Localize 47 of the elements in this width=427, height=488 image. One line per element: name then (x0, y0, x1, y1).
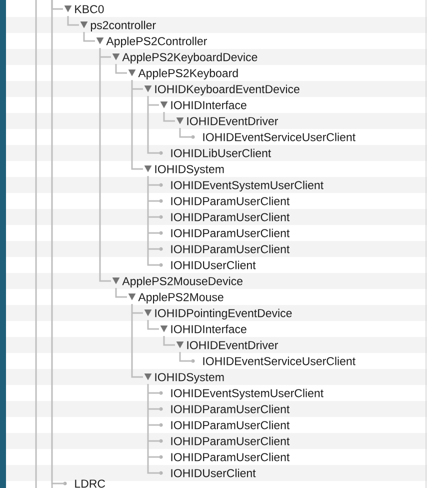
tree-item: IOHIDParamUserClient (171, 420, 290, 430)
tree-connector (67, 16, 79, 26)
tree-item: IOHIDParamUserClient (171, 436, 290, 446)
tree-item: IOHIDPointingEventDevice (155, 308, 292, 320)
tree-item: ApplePS2Mouse (138, 292, 224, 304)
tree-item: IOHIDParamUserClient (171, 452, 290, 462)
tree-item: IOHIDLibUserClient (171, 148, 272, 158)
tree-connector (51, 0, 63, 10)
tree-connector (179, 128, 193, 138)
tree-item: IOHIDInterface (171, 324, 246, 334)
tree-item: IOHIDEventServiceUserClient (203, 132, 356, 142)
tree-item: KBC0 (75, 5, 104, 14)
tree-connector (147, 95, 162, 154)
tree-item: ApplePS2Keyboard (138, 68, 238, 80)
tree-item: IOHIDEventServiceUserClient (203, 356, 356, 366)
tree-item: IOHIDEventDriver (187, 116, 278, 126)
tree-item: ApplePS2Controller (106, 36, 207, 48)
tree-connector (83, 32, 95, 42)
tree-item: IOHIDEventSystemUserClient (171, 388, 324, 400)
tree-item: IOHIDParamUserClient (171, 228, 290, 238)
tree-item: ps2controller (90, 20, 156, 32)
tree-connector (115, 288, 127, 298)
tree-connector (115, 64, 127, 74)
tree-connector (99, 47, 112, 282)
tree-connector (163, 336, 175, 346)
tree-item: IOHIDUserClient (171, 468, 256, 478)
tree-item: IOHIDInterface (171, 100, 246, 110)
tree-item: IOHIDSystem (155, 373, 224, 384)
tree-connector (131, 303, 144, 378)
tree-connector (179, 352, 193, 362)
tree-connector (147, 320, 159, 330)
tree-item: IOHIDParamUserClient (171, 404, 290, 414)
tree-item: ApplePS2MouseDevice (122, 276, 242, 288)
tree-item: IOHIDParamUserClient (171, 212, 290, 222)
tree-item: IOHIDUserClient (171, 260, 256, 270)
tree-item: IOHIDEventSystemUserClient (171, 180, 324, 192)
tree-item: IOHIDParamUserClient (171, 196, 290, 206)
tree-connector (163, 112, 175, 122)
tree-item: IOHIDParamUserClient (171, 244, 290, 254)
tree-connector (147, 383, 162, 474)
tree-connector (147, 175, 162, 266)
tree-connector (131, 79, 144, 170)
tree-item: ApplePS2KeyboardDevice (122, 52, 258, 64)
tree-item: IOHIDKeyboardEventDevice (155, 84, 300, 96)
tree-item: IOHIDEventDriver (187, 340, 278, 350)
tree-item: IOHIDSystem (155, 165, 224, 176)
tree-item: LDRC (75, 480, 106, 488)
